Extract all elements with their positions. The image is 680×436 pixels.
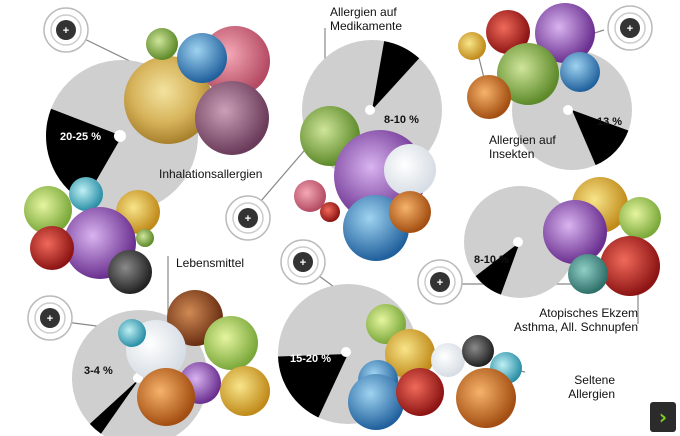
pie-group-ekzem [464,177,661,298]
pie-center-dot [563,105,573,115]
beer-glasses-photo-icon [456,368,516,428]
pie-group-lebensmittel [72,290,270,436]
honeycomb-photo-icon [458,32,486,60]
dog-photo-icon [108,250,152,294]
expand-button[interactable]: + [43,7,89,53]
expand-button[interactable]: + [27,295,73,341]
pie-wedge [572,110,629,166]
percent-selten: 15-20 % [290,353,331,365]
title-selten: Seltene Allergien [568,373,615,401]
title-lebensmittel: Lebensmittel [176,256,245,270]
plus-icon: + [63,25,69,37]
red-bug-photo-icon [486,10,530,54]
expand-button[interactable]: + [225,195,271,241]
red-photo-icon [396,368,444,416]
percent-inhalation: 20-25 % [60,131,101,143]
plus-icon: + [300,257,306,269]
title-medikamente: Allergien auf Medikamente [330,5,403,33]
expand-button[interactable]: + [417,259,463,305]
pie-group-medikamente [294,40,442,261]
small-plant-photo-icon [136,229,154,247]
plus-icon: + [47,313,53,325]
expand-button[interactable]: + [607,5,653,51]
thistle-photo-icon [195,81,269,155]
percent-ekzem: 8-10 % [474,254,509,266]
pie-wedge [278,354,348,418]
expand-button[interactable]: + [280,239,326,285]
wasp-photo-icon [497,43,559,105]
pie-group-selten [278,284,522,430]
cat-photo-icon [69,177,103,211]
title-insekten: Allergien auf Insekten [489,133,556,161]
red-fabric-photo-icon [30,226,74,270]
chevron-right-icon: › [658,405,668,429]
green-plant-photo-icon [146,28,178,60]
pie-center-dot [513,237,523,247]
next-page-button[interactable]: › [650,402,676,432]
pie-wedge [475,242,520,295]
grain-photo-icon [220,366,270,416]
pie-center-dot [341,347,351,357]
red-tablets-photo-icon [294,180,326,212]
title-ekzem: Atopisches Ekzem Asthma, All. Schnupfen [513,306,638,334]
percent-insekten: 13 % [597,116,623,128]
white-object-photo-icon [431,343,465,377]
skin-rash-photo-icon [600,236,660,296]
pie-wedge [372,41,420,110]
shellfish-photo-icon [137,368,195,426]
plus-icon: + [437,277,443,289]
blue-photo-icon [348,374,404,430]
yellow-material-photo-icon [385,329,435,379]
percent-lebensmittel: 3-4 % [84,365,113,377]
ampoule-photo-icon [384,144,436,196]
percent-medikamente: 8-10 % [384,114,419,126]
pie-group-inhalation [24,26,270,294]
pie-wedge [45,108,122,202]
title-inhalation: Inhalationsallergien [159,167,263,181]
child-photo-icon [543,200,607,264]
dark-object-photo-icon [462,335,494,367]
bee-on-flower-photo-icon [535,3,595,63]
green-leaf-photo-icon [24,186,72,234]
inhaler-photo-icon [568,254,608,294]
syringe-photo-icon [320,202,340,222]
plus-icon: + [245,213,251,225]
pie-wedge [89,378,140,434]
capsules-photo-icon [389,191,431,233]
tissue-photo-icon [619,197,661,239]
plus-icon: + [627,23,633,35]
blue-pollen-photo-icon [177,33,227,83]
pie-group-insekten [458,3,632,170]
pie-center-dot [114,130,126,142]
pie-center-dot [365,105,375,115]
grapes-photo-icon [204,316,258,370]
blue-insect-photo-icon [560,52,600,92]
bee-photo-icon [467,75,511,119]
fish-photo-icon [118,319,146,347]
